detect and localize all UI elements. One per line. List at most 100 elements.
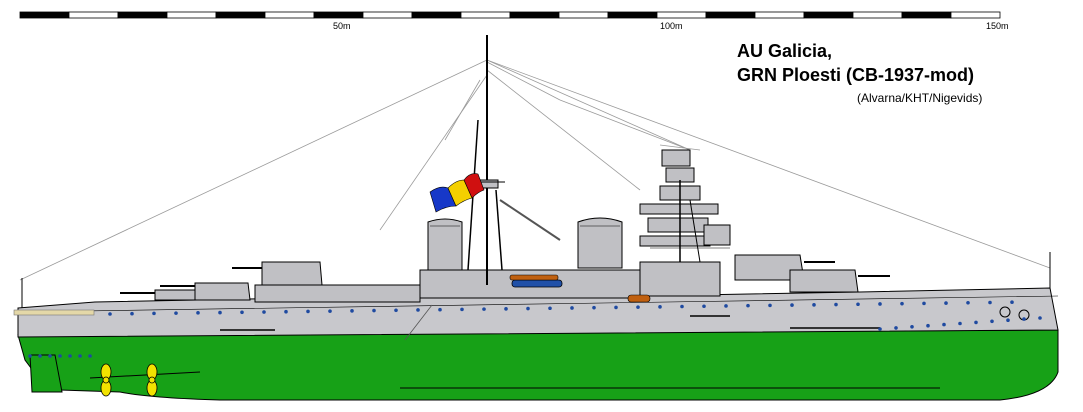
- porthole: [768, 303, 772, 308]
- mast-strut-2: [495, 189, 503, 271]
- porthole: [240, 310, 244, 315]
- scale-bar-segment: [558, 11, 609, 19]
- porthole: [218, 310, 222, 315]
- scale-bar-segment: [264, 11, 315, 19]
- scale-bar-segment: [705, 11, 756, 19]
- hawse-hole-1: [999, 306, 1011, 318]
- porthole: [88, 354, 92, 358]
- ship-name-title: AU Galicia,: [737, 41, 833, 61]
- porthole: [944, 301, 948, 305]
- porthole: [910, 325, 914, 329]
- porthole: [328, 309, 332, 313]
- porthole: [68, 354, 72, 358]
- porthole: [614, 305, 618, 310]
- porthole: [38, 354, 42, 358]
- porthole: [1010, 300, 1014, 305]
- turret-aft-low: [120, 289, 196, 301]
- rudder: [29, 354, 63, 393]
- boat-crane: [499, 199, 561, 241]
- scale-bar-segment: [460, 11, 511, 19]
- funnel-aft: [427, 218, 463, 271]
- porthole: [130, 311, 134, 316]
- porthole: [926, 323, 930, 328]
- porthole: [856, 302, 860, 307]
- scale-label-150m: 150m: [986, 21, 1009, 31]
- porthole: [658, 305, 662, 309]
- porthole: [958, 321, 962, 326]
- hull-underwater: [17, 329, 1059, 401]
- scale-bar-segment: [19, 11, 70, 19]
- scale-bar-segment: [411, 11, 462, 19]
- porthole: [878, 302, 882, 306]
- propeller-aft: [100, 363, 112, 397]
- porthole: [834, 302, 838, 307]
- porthole: [78, 354, 82, 358]
- hull-plating-line: [404, 304, 433, 341]
- porthole: [482, 307, 486, 311]
- ships-boat-deck: [627, 294, 651, 303]
- porthole: [48, 354, 52, 358]
- porthole: [1038, 316, 1042, 320]
- scale-label-100m: 100m: [660, 21, 683, 31]
- turret-fore-low: [789, 269, 890, 293]
- porthole: [1022, 317, 1026, 321]
- porthole: [416, 308, 420, 312]
- scale-bar-segment: [607, 11, 658, 19]
- porthole: [526, 306, 530, 311]
- porthole: [570, 306, 574, 310]
- scale-bar-segment: [950, 11, 1001, 19]
- ensign-flag: [429, 173, 485, 213]
- scale-bar-segment: [362, 11, 413, 19]
- porthole: [636, 305, 640, 309]
- porthole: [592, 305, 596, 310]
- scale-bar-segment: [215, 11, 266, 19]
- propeller-forward: [146, 363, 158, 397]
- scale-bar-segment: [803, 11, 854, 19]
- porthole: [28, 354, 32, 358]
- porthole: [504, 307, 508, 311]
- porthole: [394, 308, 398, 313]
- porthole: [262, 310, 266, 314]
- porthole: [548, 306, 552, 311]
- porthole: [460, 307, 464, 312]
- scale-bar-segment: [166, 11, 217, 19]
- porthole: [922, 301, 926, 306]
- porthole: [196, 311, 200, 315]
- porthole: [680, 304, 684, 309]
- scale-bar-segment: [656, 11, 707, 19]
- porthole: [174, 311, 178, 315]
- porthole: [990, 319, 994, 324]
- porthole: [878, 327, 882, 331]
- scale-label-50m: 50m: [333, 21, 351, 31]
- ships-boat-orange: [509, 274, 559, 281]
- aft-deckhouse: [254, 284, 421, 303]
- porthole: [966, 301, 970, 305]
- porthole: [894, 326, 898, 330]
- porthole: [790, 303, 794, 307]
- stern-walkway: [13, 309, 95, 316]
- porthole: [438, 307, 442, 312]
- scale-bar-segment: [117, 11, 168, 19]
- forward-tower: [639, 149, 731, 263]
- ship-name-subtitle: GRN Ploesti (CB-1937-mod): [737, 65, 975, 85]
- porthole: [306, 309, 310, 314]
- porthole: [350, 309, 354, 313]
- porthole: [702, 304, 706, 309]
- porthole: [372, 308, 376, 313]
- porthole: [988, 300, 992, 305]
- porthole: [284, 309, 288, 314]
- porthole: [974, 320, 978, 325]
- scale-bar-segment: [313, 11, 364, 19]
- porthole: [812, 303, 816, 307]
- funnel-fore: [577, 217, 623, 269]
- fore-deckhouse: [639, 261, 721, 297]
- porthole: [724, 304, 728, 308]
- deck-line: [17, 295, 1059, 313]
- author-credit: (Alvarna/KHT/Nigevids): [857, 91, 983, 105]
- porthole: [942, 322, 946, 327]
- rigging-lines: [19, 59, 1051, 281]
- scale-bar-segment: [754, 11, 805, 19]
- scale-bar-segment: [68, 11, 119, 19]
- scale-bar: [19, 11, 1001, 19]
